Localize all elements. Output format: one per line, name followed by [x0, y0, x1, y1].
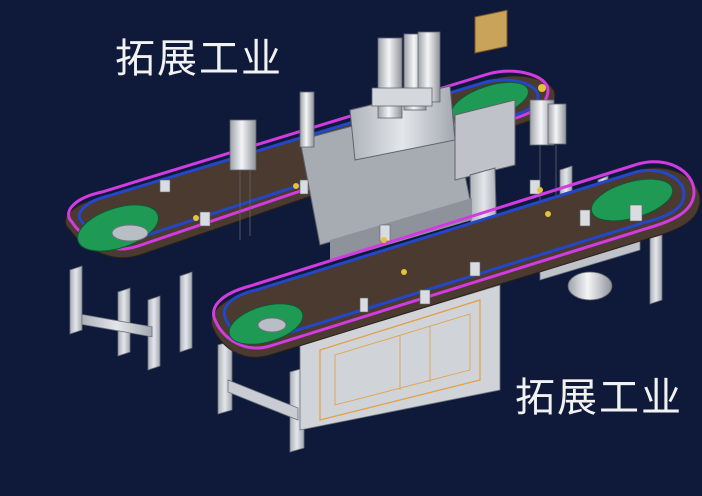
watermark-top-left: 拓展工业	[115, 36, 283, 82]
pneumatic-cylinders	[229, 31, 567, 240]
yellow-accents	[193, 84, 551, 275]
front-conveyor	[211, 160, 701, 358]
central-station	[299, 9, 516, 298]
fixtures	[159, 179, 643, 313]
watermark-bottom-right: 拓展工业	[515, 375, 683, 421]
